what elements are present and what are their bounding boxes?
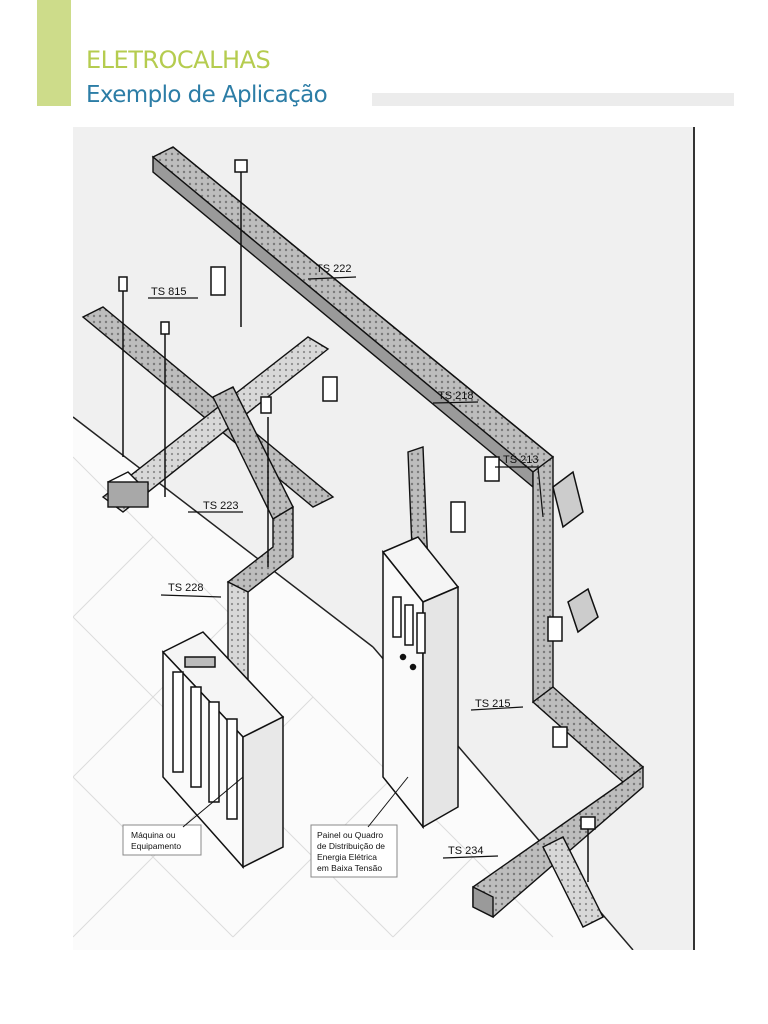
label-ts-215: TS 215 xyxy=(470,698,524,711)
svg-text:TS 218: TS 218 xyxy=(438,390,473,402)
label-ts-213: TS 213 xyxy=(495,454,544,518)
machine-equipment xyxy=(161,631,285,869)
page-title: ELETROCALHAS xyxy=(86,46,271,74)
svg-text:TS 234: TS 234 xyxy=(448,845,483,857)
machine-callout: Máquina ou Equipamento xyxy=(122,776,244,856)
label-ts-223: TS 223 xyxy=(188,500,243,513)
svg-text:Painel ou Quadro: Painel ou Quadro xyxy=(317,830,383,840)
page-subtitle: Exemplo de Aplicação xyxy=(86,82,328,108)
svg-text:Energia Elétrica: Energia Elétrica xyxy=(317,852,377,862)
label-ts-815: TS 815 xyxy=(148,286,198,299)
tray-supports xyxy=(118,159,599,882)
svg-text:TS 215: TS 215 xyxy=(475,698,510,710)
header-rule xyxy=(372,93,734,106)
svg-text:Máquina ou: Máquina ou xyxy=(131,830,176,840)
label-ts-222: TS 222 xyxy=(307,263,357,280)
label-ts-228: TS 228 xyxy=(160,582,222,598)
svg-text:TS 222: TS 222 xyxy=(316,263,351,275)
svg-text:Equipamento: Equipamento xyxy=(131,841,181,851)
panel-callout: Painel ou Quadro de Distribuição de Ener… xyxy=(310,776,409,878)
label-ts-218: TS 218 xyxy=(432,390,479,404)
accent-bar xyxy=(37,0,71,106)
svg-text:de Distribuição de: de Distribuição de xyxy=(317,841,385,851)
distribution-panel xyxy=(381,536,460,830)
label-ts-234: TS 234 xyxy=(442,845,499,859)
svg-text:TS 223: TS 223 xyxy=(203,500,238,512)
svg-text:TS 228: TS 228 xyxy=(168,582,203,594)
lower-tray xyxy=(472,765,644,928)
svg-text:TS 213: TS 213 xyxy=(503,454,538,466)
svg-text:em Baixa Tensão: em Baixa Tensão xyxy=(317,863,382,873)
cable-tray-diagram: TS 815 TS 222 TS 218 TS 213 TS 223 TS 22… xyxy=(73,127,695,950)
svg-text:TS 815: TS 815 xyxy=(151,286,186,298)
